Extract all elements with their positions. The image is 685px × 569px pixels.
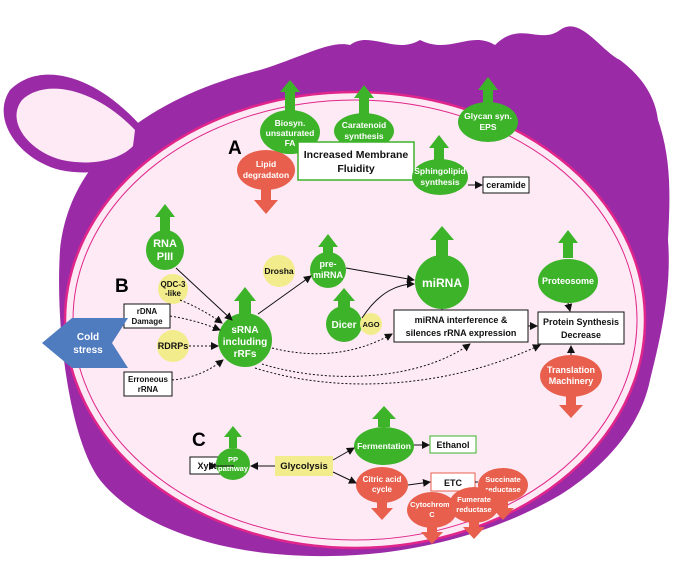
pp-pathway-node: PP pathway xyxy=(216,426,250,480)
srna-including-rrfs-node: sRNA including rRFs xyxy=(218,287,272,367)
erroneous-rrna-box: Erroneous rRNA xyxy=(123,371,173,397)
mirna-node: miRNA xyxy=(415,226,469,309)
fermentation-label: Fermentation xyxy=(357,441,411,451)
ago-node: AGO xyxy=(360,313,382,335)
cytochrome-label-2: C xyxy=(429,510,435,519)
cytochrome-c-node: Cytochrome C xyxy=(407,492,457,544)
rdna-damage-box: rDNA Damage xyxy=(123,303,171,329)
ago-label: AGO xyxy=(362,320,379,329)
protein-decrease-label-1: Protein Synthesis xyxy=(543,317,619,327)
rna-piii-node: RNA PIII xyxy=(146,204,184,270)
glycolysis-label: Glycolysis xyxy=(280,461,328,472)
membrane-label-1: Increased Membrane xyxy=(304,149,409,161)
citric-acid-cycle-node: Citric acid cycle xyxy=(356,467,408,520)
sphingolipid-label-2: synthesis xyxy=(420,177,459,187)
proteosome-node: Proteosome xyxy=(538,230,598,303)
pp-label-2: pathway xyxy=(218,464,249,473)
biosyn-label-2: unsaturated xyxy=(266,128,315,138)
increased-membrane-fluidity-box: Increased Membrane Fluidity xyxy=(297,141,415,181)
srna-label-3: rRFs xyxy=(234,349,257,360)
proteosome-label: Proteosome xyxy=(542,276,594,286)
section-label-a: A xyxy=(228,138,242,159)
cold-stress-node: Cold stress xyxy=(42,318,128,368)
rna-piii-label-1: RNA xyxy=(153,238,177,250)
rna-piii-label-2: PIII xyxy=(157,251,174,263)
erroneous-label-1: Erroneous xyxy=(128,375,169,384)
section-c-connectors xyxy=(209,441,478,487)
membrane-label-2: Fluidity xyxy=(337,163,374,175)
biosyn-label-1: Biosyn. xyxy=(275,118,306,128)
translation-label-1: Translation xyxy=(547,365,595,375)
translation-label-2: Machinery xyxy=(549,376,594,386)
cytochrome-label-1: Cytochrome xyxy=(410,500,454,509)
rdrps-label: RDRPs xyxy=(158,341,189,351)
dicer-label: Dicer xyxy=(331,320,356,331)
caratenoid-label-2: synthesis xyxy=(344,131,383,141)
qdc3-like-node: QDC-3 -like xyxy=(158,274,188,304)
succinate-label-1: Succinate xyxy=(485,475,520,484)
interference-label-2: silences rRNA expression xyxy=(406,328,517,338)
interference-label-1: miRNA interference & xyxy=(415,315,508,325)
succinate-label-2: reductase xyxy=(485,485,520,494)
biosyn-label-3: FA xyxy=(285,138,296,148)
ethanol-label: Ethanol xyxy=(437,440,470,450)
rdna-label-1: rDNA xyxy=(137,307,158,316)
lipid-label-2: degradaton xyxy=(243,170,289,180)
rdrps-node: RDRPs xyxy=(157,330,189,362)
caratenoid-synthesis-node: Caratenoid synthesis xyxy=(334,85,394,149)
caratenoid-label-1: Caratenoid xyxy=(342,120,386,130)
sphingolipid-synthesis-node: Sphingolipid synthesis xyxy=(412,135,468,195)
pre-mirna-node: pre- miRNA xyxy=(310,234,346,288)
section-b-connectors xyxy=(169,267,575,385)
drosha-label: Drosha xyxy=(264,266,294,276)
fumerate-reductase-node: Fumerate reductase xyxy=(449,487,499,539)
mirna-interference-box: miRNA interference & silences rRNA expre… xyxy=(393,309,529,343)
citric-label-1: Citric acid xyxy=(363,475,402,484)
citric-label-2: cycle xyxy=(372,485,393,494)
glycan-syn-eps-node: Glycan syn. EPS xyxy=(458,77,518,142)
glycolysis-box: Glycolysis xyxy=(275,456,333,476)
rdna-label-2: Damage xyxy=(131,317,163,326)
fumerate-label-2: reductase xyxy=(456,505,491,514)
section-label-b: B xyxy=(115,276,129,297)
qdc-label-1: QDC-3 xyxy=(161,280,186,289)
lipid-label-1: Lipid xyxy=(256,159,276,169)
sphingolipid-label-1: Sphingolipid xyxy=(414,166,465,176)
drosha-node: Drosha xyxy=(263,255,295,287)
glycan-label-2: EPS xyxy=(479,122,496,132)
protein-synthesis-decrease-box: Protein Synthesis Decrease xyxy=(537,311,625,345)
cold-label-2: stress xyxy=(73,345,103,356)
qdc-label-2: -like xyxy=(165,289,182,298)
glycan-label-1: Glycan syn. xyxy=(464,111,512,121)
ceramide-label: ceramide xyxy=(486,180,526,190)
section-label-c: C xyxy=(192,430,206,451)
fumerate-label-1: Fumerate xyxy=(457,495,491,504)
premirna-label-2: miRNA xyxy=(313,270,344,280)
fermentation-node: Fermentation xyxy=(354,406,414,465)
mirna-label: miRNA xyxy=(422,276,462,290)
protein-decrease-label-2: Decrease xyxy=(561,330,601,340)
translation-machinery-node: Translation Machinery xyxy=(540,355,602,418)
lipid-degradation-node: Lipid degradaton xyxy=(237,150,295,214)
pp-label-1: PP xyxy=(228,455,238,464)
ethanol-box: Ethanol xyxy=(429,435,477,454)
premirna-label-1: pre- xyxy=(319,259,336,269)
srna-label-1: sRNA xyxy=(231,325,258,336)
cold-label-1: Cold xyxy=(77,332,99,343)
dicer-node: Dicer xyxy=(326,288,362,342)
srna-label-2: including xyxy=(223,337,267,348)
etc-label: ETC xyxy=(444,478,463,488)
ceramide-box: ceramide xyxy=(482,176,530,194)
erroneous-label-2: rRNA xyxy=(138,385,159,394)
